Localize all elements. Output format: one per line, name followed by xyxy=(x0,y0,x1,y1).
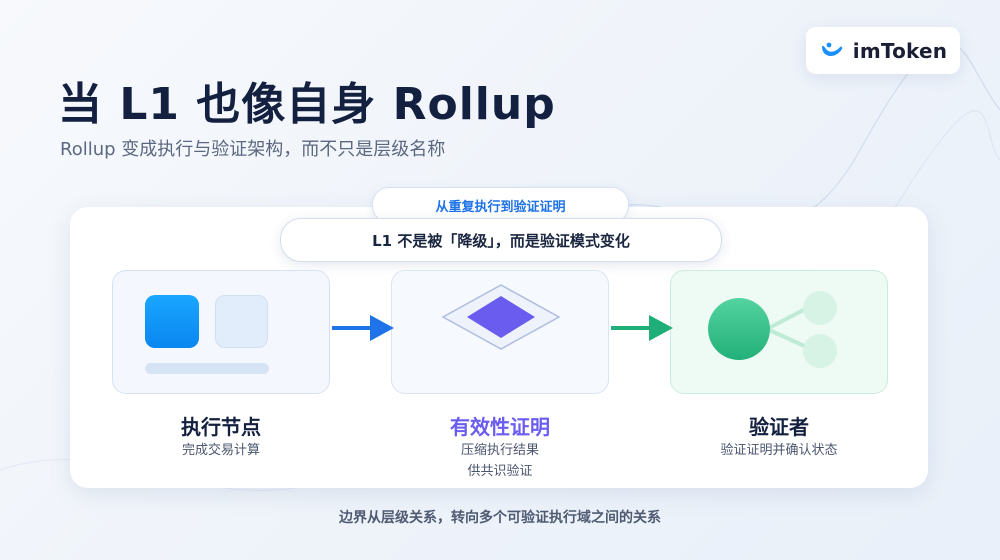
verifier-icon xyxy=(708,291,837,368)
execution-node-desc-1: 完成交易计算 xyxy=(181,443,260,458)
verifier-title: 验证者 xyxy=(749,415,809,439)
execution-node-title: 执行节点 xyxy=(181,415,261,439)
page-subtitle: Rollup 变成执行与验证架构，而不只是层级名称 xyxy=(60,139,446,160)
verifier-desc-1: 验证证明并确认状态 xyxy=(720,443,838,458)
brand-name: imToken xyxy=(852,38,948,63)
validity-proof-desc-1: 压缩执行结果 xyxy=(460,443,539,458)
execution-node-box xyxy=(112,270,330,394)
validity-proof-box xyxy=(391,270,609,394)
footer-note: 边界从层级关系，转向多个可验证执行域之间的关系 xyxy=(339,510,661,526)
progress-bar-icon xyxy=(145,363,269,374)
arrow-exec-to-proof xyxy=(332,315,394,341)
blue-block-icon xyxy=(145,295,199,348)
imtoken-logo-icon xyxy=(821,42,843,56)
arrow-proof-to-verifier xyxy=(611,315,673,341)
validity-proof-icon xyxy=(441,284,561,350)
brand-logo-card: imToken xyxy=(806,27,960,74)
validity-proof-title: 有效性证明 xyxy=(450,415,550,439)
main-pill-label: L1 不是被「降级」，而是验证模式变化 xyxy=(280,218,722,262)
light-block-icon xyxy=(215,295,268,348)
page-title: 当 L1 也像自身 Rollup xyxy=(58,79,556,130)
verifier-box xyxy=(670,270,888,394)
validity-proof-desc-2: 供共识验证 xyxy=(467,464,533,479)
